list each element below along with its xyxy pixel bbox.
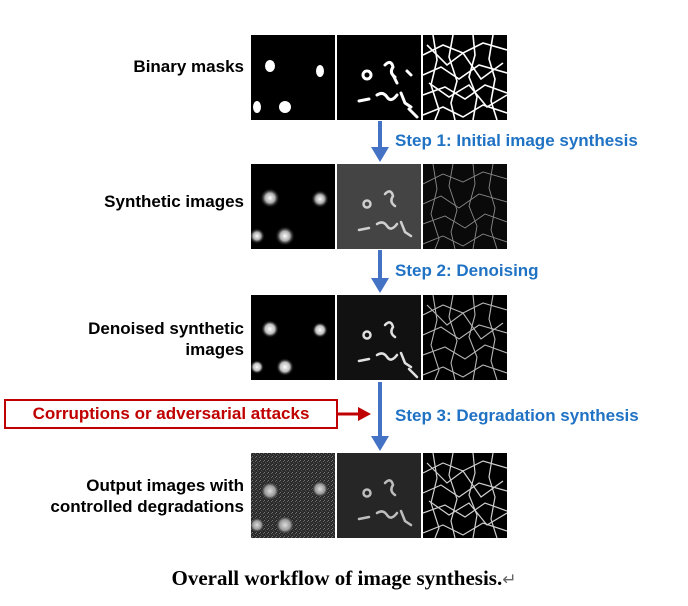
denoised-network-image [423,295,507,380]
image-strip-binary-masks [251,35,507,120]
denoised-nuclei-image [251,295,335,380]
attack-arrow [338,407,371,421]
degraded-network-image [423,453,507,538]
caption-text: Overall workflow of image synthesis. [171,566,503,590]
row-label-output-images: Output images with controlled degradatio… [50,476,244,516]
denoised-objects-image [337,295,421,380]
step-3-arrow [371,382,389,451]
image-strip-degraded [251,453,507,538]
figure-caption: Overall workflow of image synthesis.↵ [0,566,688,591]
mask-objects-image [337,35,421,120]
synthetic-nuclei-image [251,164,335,249]
row-label-synthetic-images: Synthetic images [104,192,244,211]
corruptions-attack-box: Corruptions or adversarial attacks [4,399,338,429]
step-1-arrow [371,121,389,162]
degraded-objects-image [337,453,421,538]
step-2-label: Step 2: Denoising [395,261,539,280]
row-label-binary-masks: Binary masks [133,57,244,76]
step-1-label: Step 1: Initial image synthesis [395,131,638,150]
synthetic-objects-image [337,164,421,249]
step-2-arrow [371,250,389,293]
mask-nuclei-image [251,35,335,120]
image-strip-synthetic [251,164,507,249]
degraded-nuclei-image [251,453,335,538]
step-3-label: Step 3: Degradation synthesis [395,406,639,425]
mask-network-image [423,35,507,120]
image-strip-denoised [251,295,507,380]
row-label-denoised-images: Denoised synthetic images [88,319,244,359]
synthetic-network-image [423,164,507,249]
paragraph-return-mark: ↵ [502,570,517,589]
